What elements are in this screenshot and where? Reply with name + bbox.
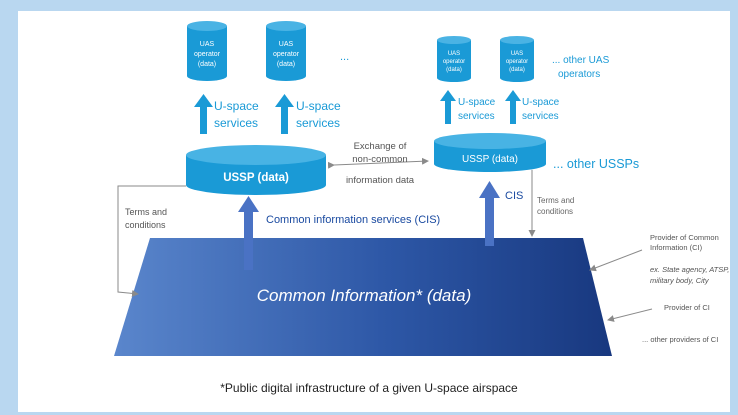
uspace-services-label-3a: U-space <box>458 97 496 108</box>
ussp-left-cylinder: USSP (data) <box>186 145 326 195</box>
uas-left-ellipsis: ... <box>340 51 349 63</box>
uas-1-line3: (data) <box>198 61 216 68</box>
provider-examples-line2: military body, City <box>650 276 710 285</box>
uspace-services-label-4b: services <box>522 111 559 122</box>
footnote: *Public digital infrastructure of a give… <box>220 381 518 395</box>
uspace-services-arrow-1 <box>194 94 213 134</box>
uspace-services-label-4a: U-space <box>522 97 560 108</box>
terms-left-connector <box>117 185 186 297</box>
uas-operator-cylinder-2: UAS operator (data) <box>266 21 306 81</box>
uas-operator-cylinder-4: UAS operator (data) <box>500 36 534 82</box>
provider-examples-line1: ex. State agency, ATSP, <box>650 265 729 274</box>
provider-ci2-label: Provider of CI <box>664 303 710 312</box>
common-information-plane <box>114 238 612 356</box>
provider-ci2-connector <box>607 308 653 322</box>
uspace-services-label-1a: U-space <box>214 99 259 113</box>
uspace-services-arrow-4 <box>505 90 521 124</box>
uas-2-line2: operator <box>273 51 300 58</box>
uas-4-line3: (data) <box>509 67 525 73</box>
uas-3-line2: operator <box>443 59 465 65</box>
uas-1-line2: operator <box>194 51 221 58</box>
uas-4-line1: UAS <box>511 51 523 57</box>
uas-2-line3: (data) <box>277 61 295 68</box>
terms-right-line1: Terms and <box>537 196 574 205</box>
exchange-label-2: non-common <box>352 154 407 165</box>
terms-left-line2: conditions <box>125 220 166 230</box>
cis-arrow-right <box>479 181 500 246</box>
exchange-arrow <box>327 157 429 169</box>
ussp-right-cylinder: USSP (data) <box>434 133 546 172</box>
uas-1-line1: UAS <box>200 41 215 48</box>
other-uas-operators-line2: operators <box>558 69 600 80</box>
uas-3-line3: (data) <box>446 67 462 73</box>
ussp-right-label: USSP (data) <box>462 154 518 165</box>
terms-left-line1: Terms and <box>125 207 167 217</box>
cis-short-label: CIS <box>505 190 523 202</box>
uspace-services-arrow-2 <box>275 94 294 134</box>
other-ussps-label: ... other USSPs <box>553 157 639 171</box>
uspace-services-label-3b: services <box>458 111 495 122</box>
uas-4-line2: operator <box>506 59 528 65</box>
provider-ci-line1: Provider of Common <box>650 233 719 242</box>
ussp-left-label: USSP (data) <box>223 172 289 184</box>
other-providers-label: ... other providers of CI <box>642 335 718 344</box>
exchange-label-3: information data <box>346 175 415 186</box>
uspace-services-label-1b: services <box>214 116 258 130</box>
cis-label: Common information services (CIS) <box>266 214 440 226</box>
provider-ci-line2: Information (CI) <box>650 243 703 252</box>
exchange-label-1: Exchange of <box>354 141 407 152</box>
provider-ci-connector <box>589 249 643 272</box>
uas-operator-cylinder-3: UAS operator (data) <box>437 36 471 82</box>
uspace-services-label-2b: services <box>296 116 340 130</box>
cis-arrow-left <box>238 196 259 270</box>
uas-3-line1: UAS <box>448 51 460 57</box>
uspace-services-arrow-3 <box>440 90 456 124</box>
common-information-label: Common Information* (data) <box>257 286 471 305</box>
uas-2-line1: UAS <box>279 41 294 48</box>
other-uas-operators-line1: ... other UAS <box>552 55 610 66</box>
uspace-services-label-2a: U-space <box>296 99 341 113</box>
uas-operator-cylinder-1: UAS operator (data) <box>187 21 227 81</box>
terms-right-line2: conditions <box>537 207 573 216</box>
